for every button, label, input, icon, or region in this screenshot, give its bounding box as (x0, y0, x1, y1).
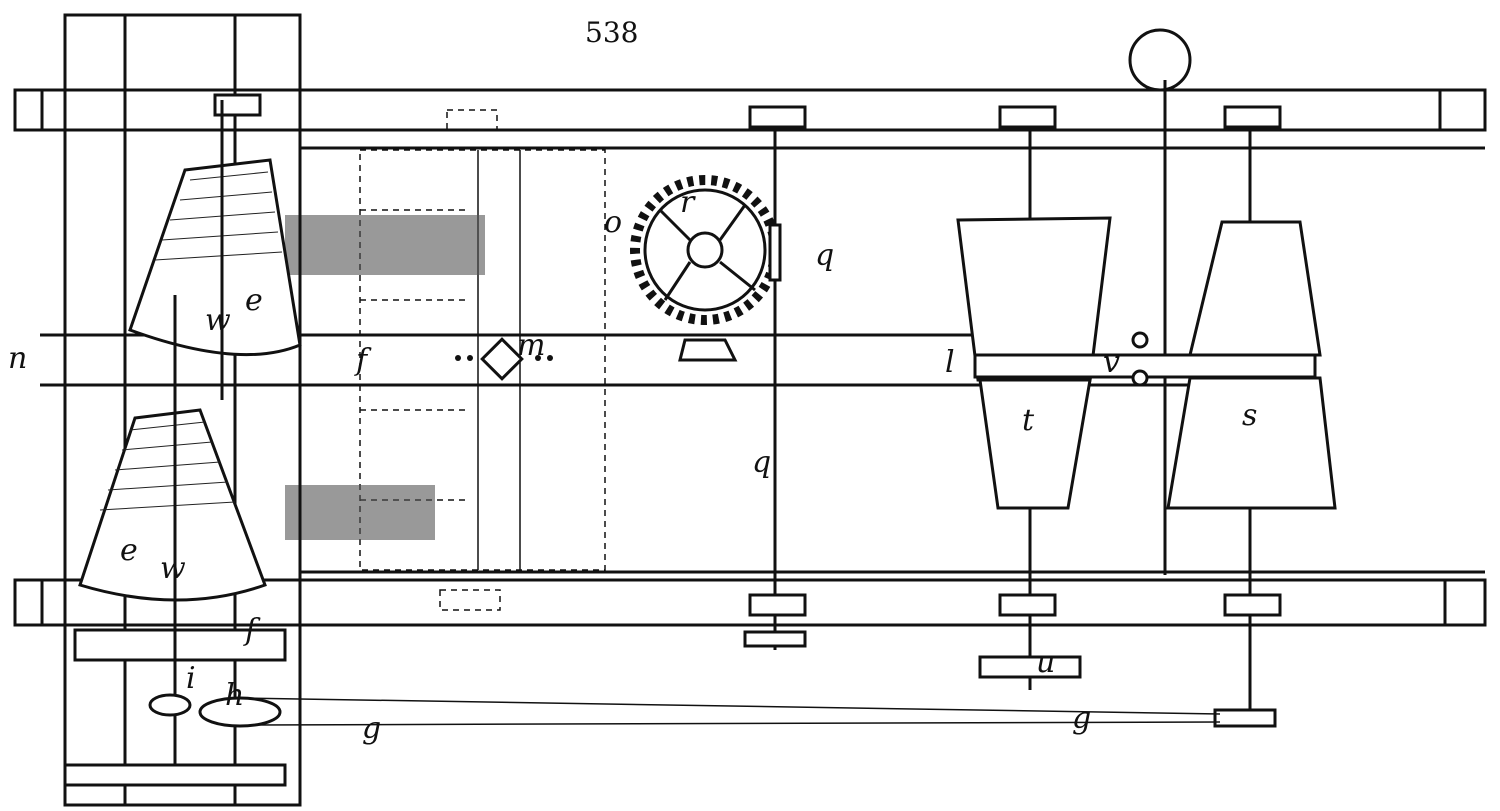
upper-cop (128, 100, 302, 400)
drive-cords-g (148, 693, 1221, 728)
label-f-bar: f (354, 343, 372, 378)
label-e-upper: e (245, 283, 263, 318)
figure-number: 538 (585, 16, 638, 49)
label-n: n (8, 341, 27, 376)
labels: n f m o r q q l v t s e w e w f i h g g … (8, 185, 1257, 746)
belt-shifter-v (973, 331, 1317, 387)
label-t: t (1022, 403, 1035, 438)
label-q-worm: q (815, 238, 834, 273)
yarn-strands (285, 215, 485, 540)
label-e-lower: e (120, 533, 138, 568)
label-h: h (225, 678, 244, 713)
label-r: r (680, 185, 696, 220)
left-frame (63, 13, 302, 807)
label-q-shaft: q (752, 445, 771, 480)
label-g-left: g (362, 711, 381, 746)
label-m: m (517, 328, 545, 363)
label-u: u (1036, 645, 1055, 680)
cone-pulley-t (956, 216, 1112, 510)
label-v: v (1103, 345, 1120, 380)
cone-pulley-s (1166, 220, 1337, 510)
label-i: i (186, 661, 196, 696)
label-w-lower: w (160, 551, 186, 586)
worm-gear (630, 175, 780, 362)
lower-cop (78, 295, 267, 765)
label-o: o (604, 205, 622, 240)
label-l: l (945, 345, 955, 380)
label-g-right: g (1072, 701, 1091, 736)
label-w-upper: w (205, 303, 231, 338)
label-s: s (1242, 398, 1257, 433)
